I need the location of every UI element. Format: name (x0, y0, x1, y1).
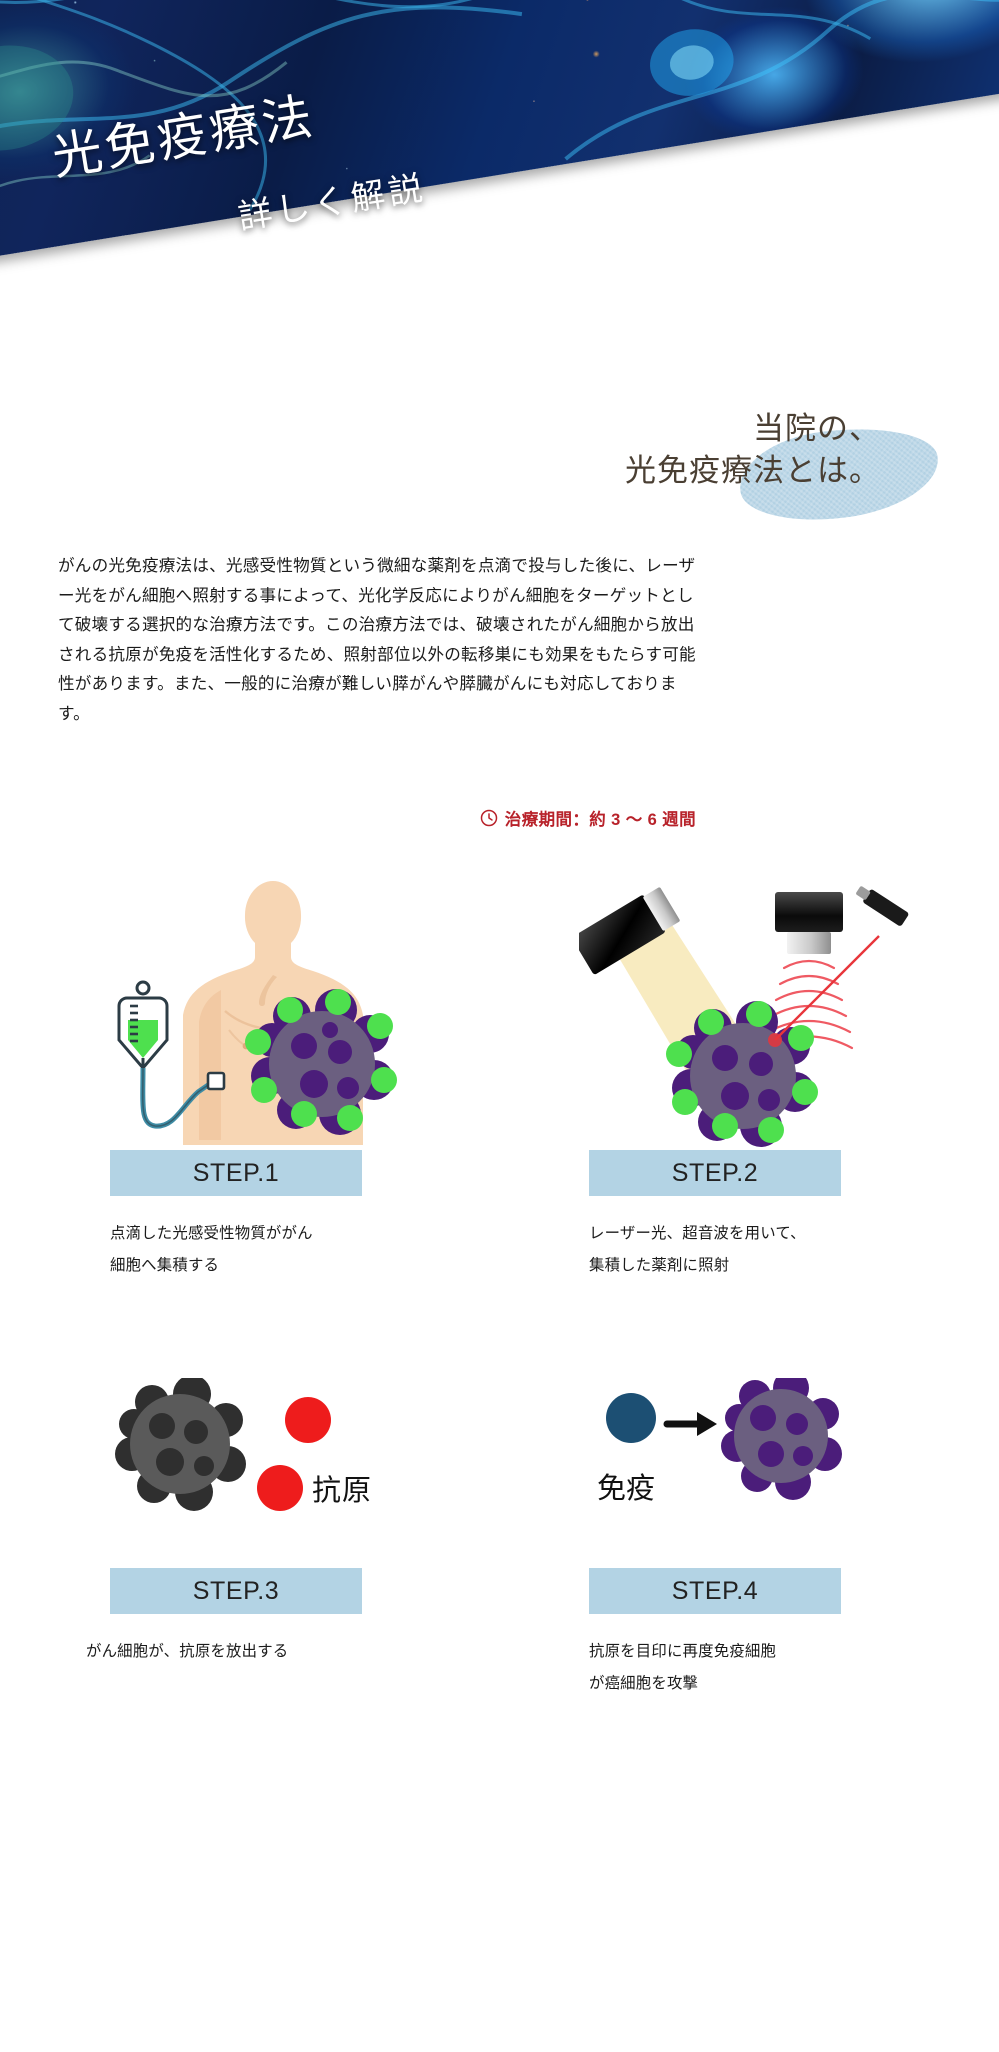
body-paragraph-container: がんの光免疫療法は、光感受性物質という微細な薬剤を点滴で投与した後に、レーザー光… (58, 551, 698, 728)
cancer-cell-icon (720, 1378, 842, 1500)
step-4-caption: 抗原を目印に再度免疫細胞 が癌細胞を攻撃 (589, 1636, 909, 1700)
step-1-label: STEP.1 (110, 1150, 362, 1196)
step-3-caption: がん細胞が、抗原を放出する (86, 1636, 426, 1668)
step-4-caption-line2: が癌細胞を攻撃 (589, 1675, 699, 1692)
step-3-illustration: 抗原 (0, 1378, 499, 1568)
treatment-period-text: 治療期間：約 3 〜 6 週間 (504, 811, 696, 829)
hero-banner: 光免疫療法 詳しく解説 (0, 0, 999, 395)
flashlight-icon (578, 887, 680, 975)
step-card-4: 免疫 STEP.4 抗原を目印に再度免疫細胞 が癌細胞を攻撃 (499, 1378, 998, 1700)
iv-drip-patient-cancer-cell-icon (117, 881, 397, 1145)
clock-icon (480, 809, 498, 827)
steps-row-1: STEP.1 点滴した光感受性物質ががん 細胞へ集積する (0, 880, 999, 1282)
step-4-label: STEP.4 (589, 1568, 841, 1614)
step-card-1: STEP.1 点滴した光感受性物質ががん 細胞へ集積する (0, 880, 499, 1282)
step-3-label: STEP.3 (110, 1568, 362, 1614)
treatment-period: 治療期間：約 3 〜 6 週間 (0, 806, 999, 830)
step-4-caption-line1: 抗原を目印に再度免疫細胞 (589, 1643, 777, 1660)
body-paragraph: がんの光免疫療法は、光感受性物質という微細な薬剤を点滴で投与した後に、レーザー光… (58, 556, 696, 723)
immune-cell-attacking-cancer-icon: 免疫 (597, 1378, 842, 1505)
step-2-caption: レーザー光、超音波を用いて、 集積した薬剤に照射 (589, 1218, 889, 1282)
step-1-caption-line1: 点滴した光感受性物質ががん (110, 1225, 313, 1242)
cancer-cell-icon (244, 989, 397, 1135)
step-2-illustration (499, 880, 998, 1150)
step-1-illustration (0, 880, 499, 1150)
laser-pointer-icon (855, 886, 908, 926)
step-1-caption: 点滴した光感受性物質ががん 細胞へ集積する (110, 1218, 410, 1282)
destroyed-cell-releasing-antigen-icon: 抗原 (114, 1378, 372, 1511)
step-1-caption-line2: 細胞へ集積する (110, 1257, 220, 1274)
hero-background-image (0, 0, 999, 264)
ultrasound-probe-icon (774, 892, 843, 954)
steps-row-2: 抗原 STEP.3 がん細胞が、抗原を放出する (0, 1378, 999, 1700)
step-4-illustration: 免疫 (499, 1378, 998, 1568)
step-2-caption-line2: 集積した薬剤に照射 (589, 1257, 730, 1274)
destroyed-cancer-cell-icon (114, 1378, 246, 1511)
laser-spot-icon (767, 1033, 782, 1047)
antigen-label: 抗原 (312, 1474, 372, 1507)
laser-beam-icon (773, 935, 880, 1041)
step-2-label: STEP.2 (589, 1150, 841, 1196)
section-heading: 当院の、 光免疫療法とは。 (0, 408, 999, 530)
section-heading-line2: 光免疫療法とは。 (625, 453, 881, 488)
step-card-3: 抗原 STEP.3 がん細胞が、抗原を放出する (0, 1378, 499, 1700)
step-3-caption-line1: がん細胞が、抗原を放出する (86, 1643, 289, 1660)
steps-grid: STEP.1 点滴した光感受性物質ががん 細胞へ集積する (0, 880, 999, 1700)
antigen-dots-icon (256, 1397, 331, 1511)
arrow-icon (663, 1412, 717, 1436)
step-card-2: STEP.2 レーザー光、超音波を用いて、 集積した薬剤に照射 (499, 880, 998, 1282)
immune-label: 免疫 (597, 1472, 655, 1505)
laser-ultrasound-irradiation-icon (578, 886, 908, 1147)
cancer-cell-icon (665, 1001, 818, 1147)
immune-cell-icon (605, 1393, 656, 1443)
step-2-caption-line1: レーザー光、超音波を用いて、 (589, 1225, 806, 1242)
section-heading-line1: 当院の、 (753, 411, 881, 446)
iv-bag-icon (117, 980, 225, 1129)
neuron-filaments-icon (0, 0, 999, 211)
